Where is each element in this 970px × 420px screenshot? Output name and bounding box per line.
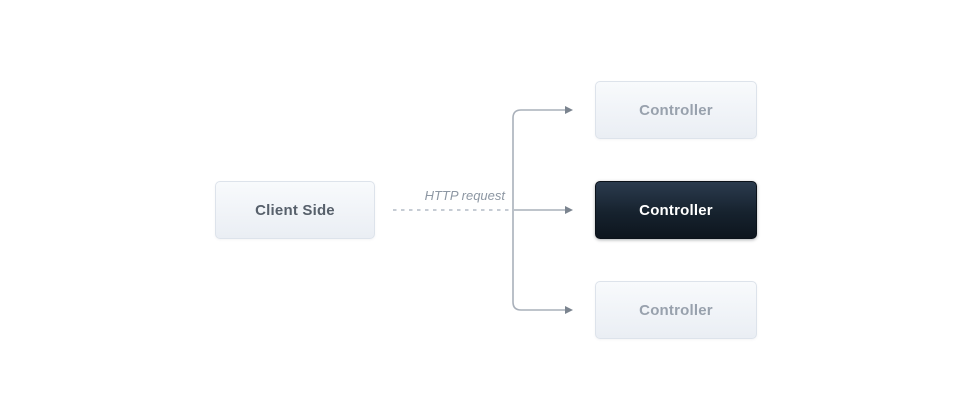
client-side-box: Client Side (215, 181, 375, 239)
controller-box-middle-active: Controller (595, 181, 757, 239)
client-side-label: Client Side (255, 201, 335, 219)
controller-top-label: Controller (639, 101, 713, 119)
controller-box-top: Controller (595, 81, 757, 139)
branch-line (512, 109, 522, 311)
http-request-label: HTTP request (424, 188, 505, 203)
controller-box-bottom: Controller (595, 281, 757, 339)
controller-middle-label: Controller (639, 201, 713, 219)
controller-bottom-label: Controller (639, 301, 713, 319)
